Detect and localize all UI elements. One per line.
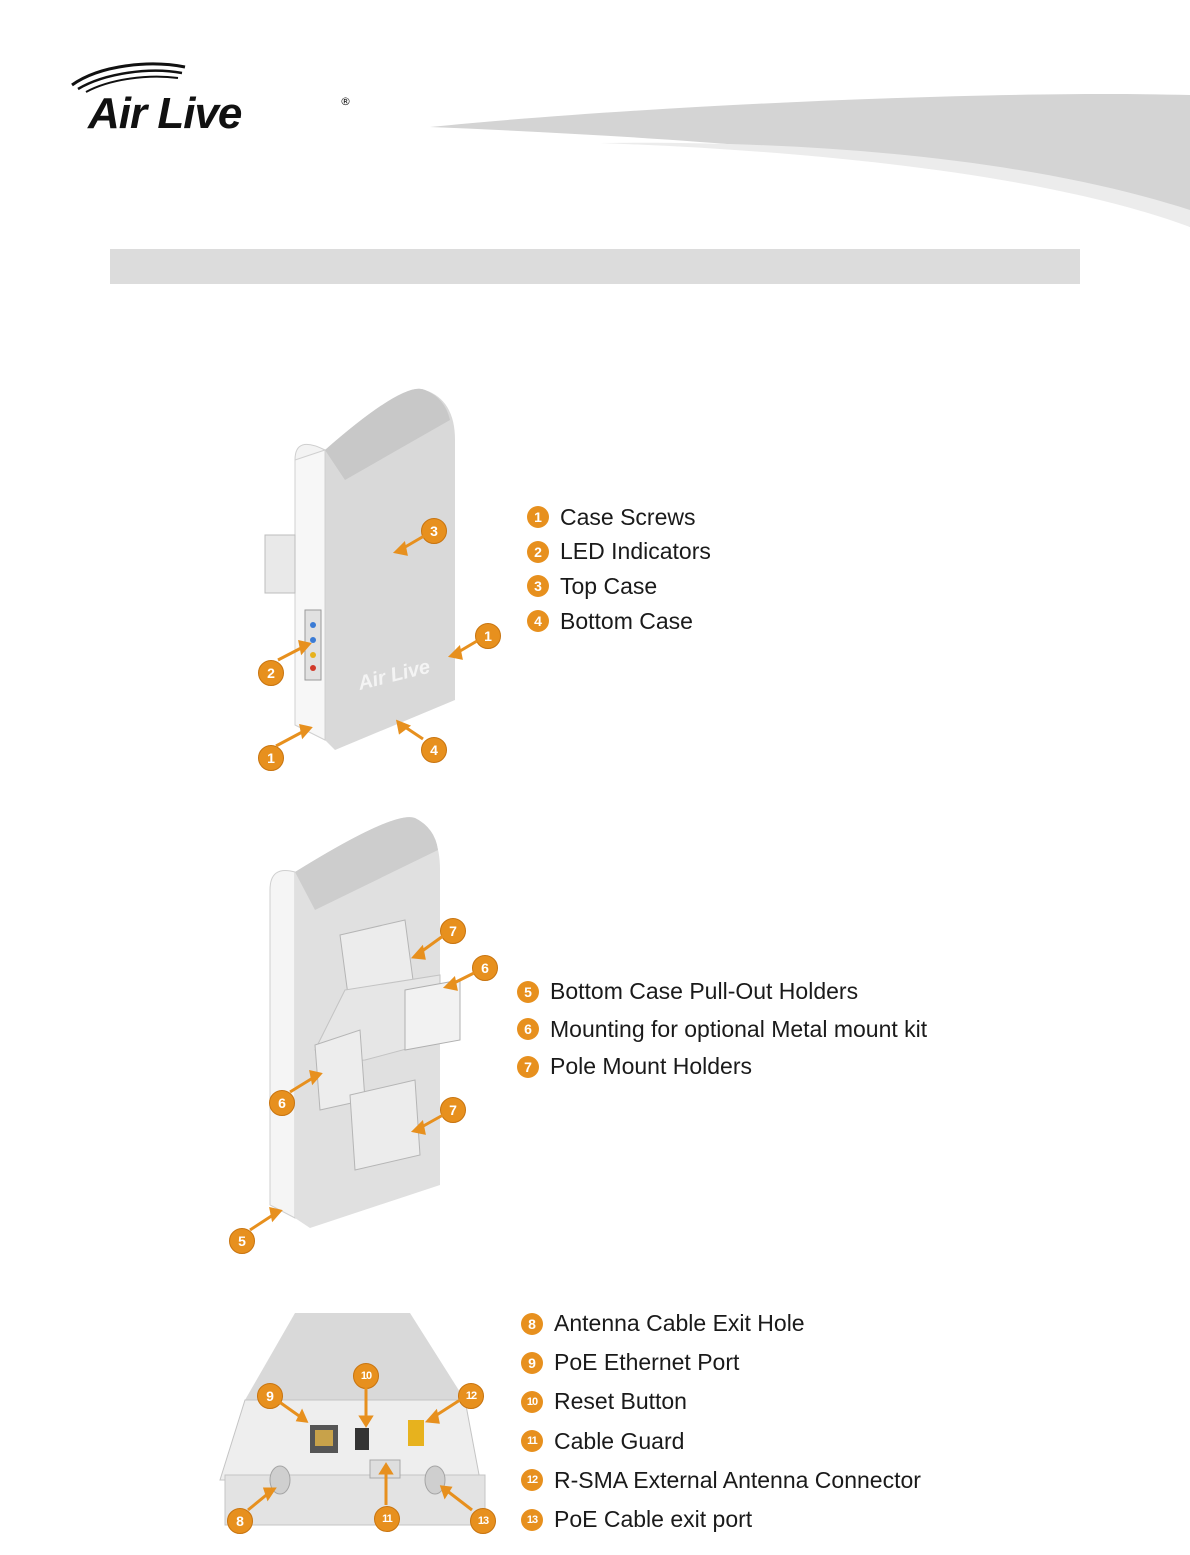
legend-label: Antenna Cable Exit Hole — [554, 1310, 805, 1337]
legend-item: 5 Bottom Case Pull-Out Holders — [517, 973, 927, 1011]
legend-item: 1 Case Screws — [527, 500, 711, 535]
device-front-view: Air Live — [264, 388, 455, 750]
legend-item: 11 Cable Guard — [521, 1422, 921, 1461]
section-header-bar — [110, 249, 1080, 284]
number-badge: 7 — [517, 1055, 539, 1078]
callout-12: 12 — [458, 1383, 484, 1409]
callout-7-bottom: 7 — [440, 1097, 466, 1123]
number-badge: 9 — [521, 1351, 543, 1374]
legend-item: 4 Bottom Case — [527, 604, 711, 639]
legend-label: Reset Button — [554, 1388, 687, 1415]
number-badge: 3 — [527, 575, 549, 598]
legend-item: 13 PoE Cable exit port — [521, 1500, 921, 1539]
legend-label: PoE Ethernet Port — [554, 1349, 740, 1376]
legend-label: Cable Guard — [554, 1427, 685, 1454]
callout-1-left: 1 — [258, 745, 284, 771]
callout-9: 9 — [257, 1383, 283, 1409]
legend-item: 6 Mounting for optional Metal mount kit — [517, 1011, 927, 1049]
callout-1-right: 1 — [475, 623, 501, 649]
legend-item: 12 R-SMA External Antenna Connector — [521, 1461, 921, 1500]
number-badge: 12 — [521, 1469, 543, 1492]
legend-section-1: 1 Case Screws 2 LED Indicators 3 Top Case 4… — [527, 500, 711, 638]
number-badge: 13 — [521, 1508, 543, 1531]
registered-mark: ® — [340, 95, 351, 108]
callout-6-left: 6 — [269, 1090, 295, 1116]
legend-label: PoE Cable exit port — [554, 1506, 753, 1533]
legend-label: Bottom Case — [560, 607, 693, 634]
callout-3: 3 — [421, 518, 447, 544]
number-badge: 4 — [527, 610, 549, 633]
legend-label: Mounting for optional Metal mount kit — [550, 1015, 928, 1042]
legend-item: 7 Pole Mount Holders — [517, 1048, 927, 1086]
callout-11: 11 — [374, 1506, 400, 1532]
logo-text: Air Live — [88, 89, 242, 138]
legend-label: Top Case — [560, 572, 658, 599]
callout-4: 4 — [421, 737, 447, 763]
number-badge: 8 — [521, 1312, 543, 1335]
legend-item: 3 Top Case — [527, 569, 711, 604]
callout-6-right: 6 — [472, 955, 498, 981]
number-badge: 6 — [517, 1018, 539, 1041]
callout-10: 10 — [353, 1363, 379, 1389]
callout-8: 8 — [227, 1508, 253, 1534]
number-badge: 11 — [521, 1430, 543, 1453]
legend-label: LED Indicators — [560, 538, 711, 565]
legend-label: Case Screws — [560, 503, 696, 530]
logo-swoosh-icon — [71, 62, 186, 93]
header-swoosh-graphic — [430, 94, 1190, 227]
airlive-logo: Air Live ® — [60, 55, 360, 145]
legend-section-2: 5 Bottom Case Pull-Out Holders 6 Mounting … — [517, 973, 927, 1086]
callout-5: 5 — [229, 1228, 255, 1254]
legend-label: Pole Mount Holders — [550, 1053, 752, 1080]
legend-item: 9 PoE Ethernet Port — [521, 1343, 921, 1382]
callout-2: 2 — [258, 660, 284, 686]
number-badge: 10 — [521, 1390, 543, 1413]
number-badge: 5 — [517, 980, 539, 1003]
legend-item: 10 Reset Button — [521, 1382, 921, 1421]
legend-item: 8 Antenna Cable Exit Hole — [521, 1304, 921, 1343]
callout-13: 13 — [470, 1508, 496, 1534]
callout-7-top: 7 — [440, 918, 466, 944]
legend-section-3: 8 Antenna Cable Exit Hole 9 PoE Ethernet P… — [521, 1304, 921, 1539]
device-back-view — [269, 817, 461, 1228]
number-badge: 2 — [527, 540, 549, 563]
device-bottom-view — [219, 1313, 486, 1526]
legend-item: 2 LED Indicators — [527, 535, 711, 570]
number-badge: 1 — [527, 506, 549, 529]
legend-label: R-SMA External Antenna Connector — [554, 1466, 921, 1493]
legend-label: Bottom Case Pull-Out Holders — [550, 978, 859, 1005]
